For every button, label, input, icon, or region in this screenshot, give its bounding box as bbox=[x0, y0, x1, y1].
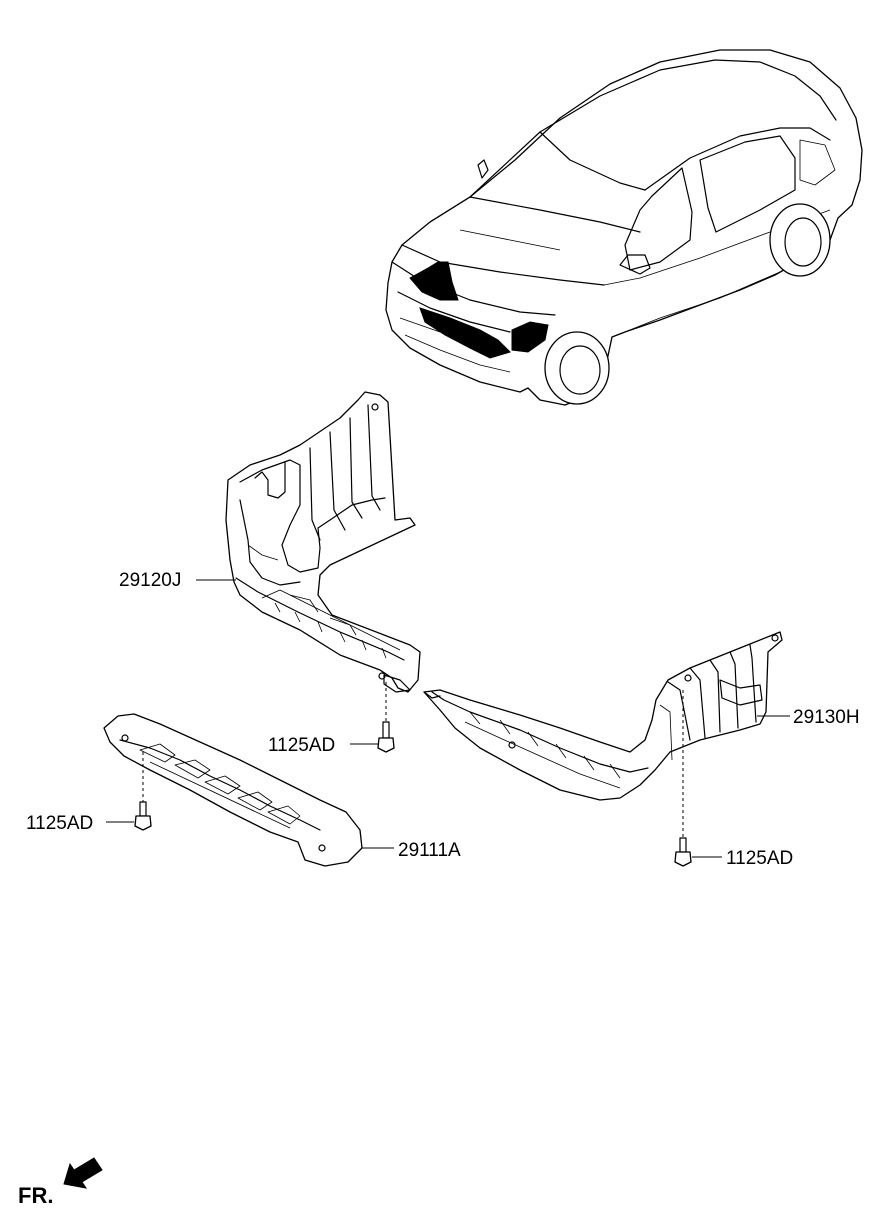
label-1125AD-left: 1125AD bbox=[26, 813, 93, 834]
label-29130H: 29130H bbox=[793, 707, 860, 728]
label-1125AD-right: 1125AD bbox=[726, 848, 793, 869]
label-29120J: 29120J bbox=[119, 570, 181, 591]
label-1125AD-center: 1125AD bbox=[268, 735, 335, 756]
part-29111A-front-cover bbox=[103, 713, 363, 867]
front-label: FR. bbox=[18, 1183, 53, 1208]
leader-lines bbox=[106, 579, 790, 858]
bolt-center bbox=[377, 682, 395, 753]
part-29130H-side-cover bbox=[423, 631, 783, 801]
label-29111A: 29111A bbox=[398, 840, 461, 861]
bolt-left bbox=[134, 752, 152, 831]
front-arrow-icon bbox=[63, 1157, 103, 1189]
bolt-right bbox=[674, 690, 692, 867]
front-orientation-indicator: FR. bbox=[18, 1157, 103, 1208]
part-29120J-under-cover bbox=[225, 391, 421, 693]
vehicle-illustration bbox=[385, 49, 863, 406]
